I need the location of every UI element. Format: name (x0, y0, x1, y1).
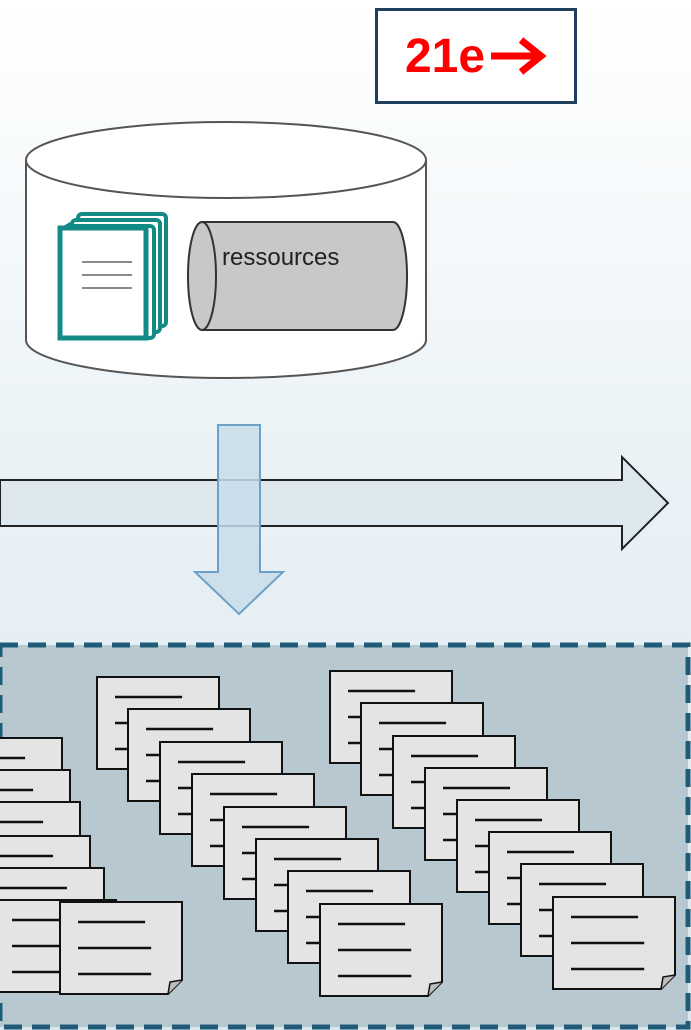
right-arrow-small-icon (491, 37, 547, 75)
document-icon (552, 896, 676, 990)
right-arrow-icon (0, 454, 670, 552)
document-icon (59, 901, 183, 995)
book-icon (57, 212, 173, 341)
page-number-badge: 21e (375, 8, 577, 104)
resources-cylinder (187, 221, 408, 331)
documents-group (0, 670, 676, 997)
badge-label: 21e (404, 29, 486, 83)
down-arrow-icon (192, 424, 286, 616)
resources-label: ressources (222, 244, 340, 271)
document-icon (319, 903, 443, 997)
